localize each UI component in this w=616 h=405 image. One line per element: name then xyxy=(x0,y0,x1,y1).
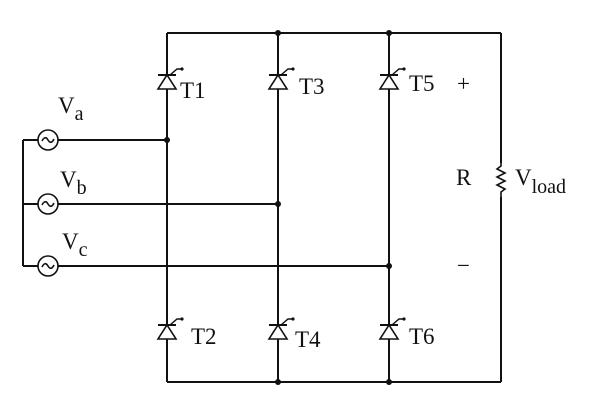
source-label-c: Vc xyxy=(62,229,88,261)
thyristor-t5-icon xyxy=(379,66,407,90)
load-voltage-label: Vload xyxy=(515,165,566,198)
source-label-b: Vb xyxy=(60,167,87,199)
junction-dot xyxy=(275,201,281,207)
thyristor-label-t3: T3 xyxy=(299,74,325,99)
ac-source-icon xyxy=(37,193,59,215)
thyristor-label-t5: T5 xyxy=(409,71,435,96)
junction-dot xyxy=(164,137,170,143)
load-resistor-icon xyxy=(495,163,507,197)
thyristor-label-t2: T2 xyxy=(191,324,217,349)
junction-dot xyxy=(275,379,281,385)
thyristor-t6-icon xyxy=(379,316,407,340)
junction-dot xyxy=(386,263,392,269)
junction-dot xyxy=(275,30,281,36)
thyristor-t3-icon xyxy=(268,66,296,90)
junction-dot xyxy=(386,30,392,36)
load-minus-sign: − xyxy=(457,253,470,278)
load-resistor-label: R xyxy=(456,165,472,190)
ac-source-icon xyxy=(37,129,59,151)
thyristor-t4-icon xyxy=(268,316,296,340)
source-label-a: Va xyxy=(58,93,84,125)
load-plus-sign: + xyxy=(457,71,470,96)
thyristor-t2-icon xyxy=(157,316,185,340)
thyristor-label-t6: T6 xyxy=(409,324,435,349)
ac-source-icon xyxy=(37,255,59,277)
junction-dot xyxy=(386,379,392,385)
thyristor-label-t1: T1 xyxy=(180,78,206,103)
thyristor-label-t4: T4 xyxy=(295,327,321,352)
